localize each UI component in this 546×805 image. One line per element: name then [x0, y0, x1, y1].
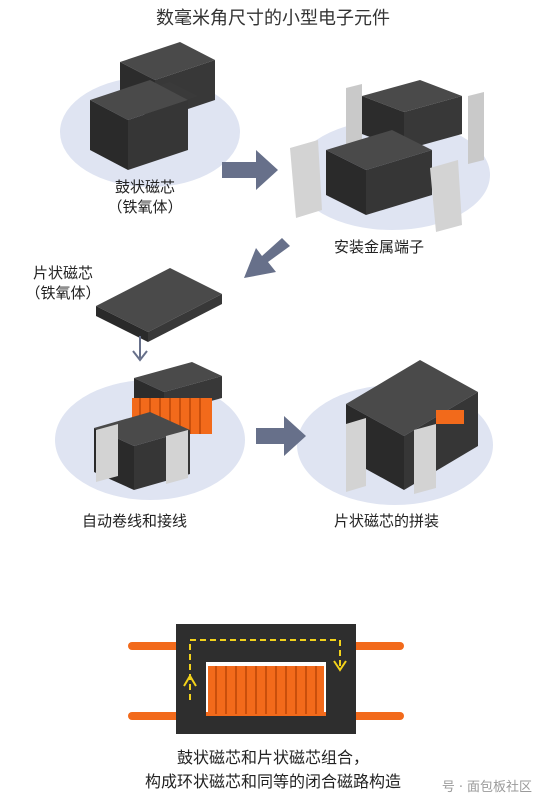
page-title: 数毫米角尺寸的小型电子元件 [156, 8, 390, 29]
label-drum-core: 鼓状磁芯 [114, 178, 175, 196]
watermark-right: 面包板社区 [466, 780, 532, 795]
plate-core-illustration [96, 268, 222, 342]
arrow-right-icon-2 [256, 416, 306, 456]
terminal-core-illustration [290, 80, 484, 232]
assembly-illustration [346, 360, 478, 494]
arrow-down-left-icon [244, 238, 290, 278]
label-plate-core: 片状磁芯 [32, 264, 93, 282]
label-plate-core-sub: （铁氧体） [25, 284, 101, 302]
magnetic-path-illustration [128, 624, 404, 734]
label-winding: 自动卷线和接线 [82, 512, 188, 530]
drum-core-illustration [90, 42, 215, 170]
label-drum-core-sub: （铁氧体） [107, 198, 183, 216]
arrow-down-head [132, 350, 148, 362]
watermark: 号·面包板社区 [441, 780, 532, 795]
label-terminals: 安装金属端子 [334, 238, 425, 256]
arrow-right-icon [222, 150, 278, 190]
label-assembly: 片状磁芯的拼装 [334, 512, 440, 530]
winding-illustration [94, 362, 222, 490]
watermark-left: 号 [441, 780, 455, 795]
caption-line-1: 鼓状磁芯和片状磁芯组合， [176, 748, 369, 767]
caption-line-2: 构成环状磁芯和同等的闭合磁路构造 [144, 772, 401, 791]
